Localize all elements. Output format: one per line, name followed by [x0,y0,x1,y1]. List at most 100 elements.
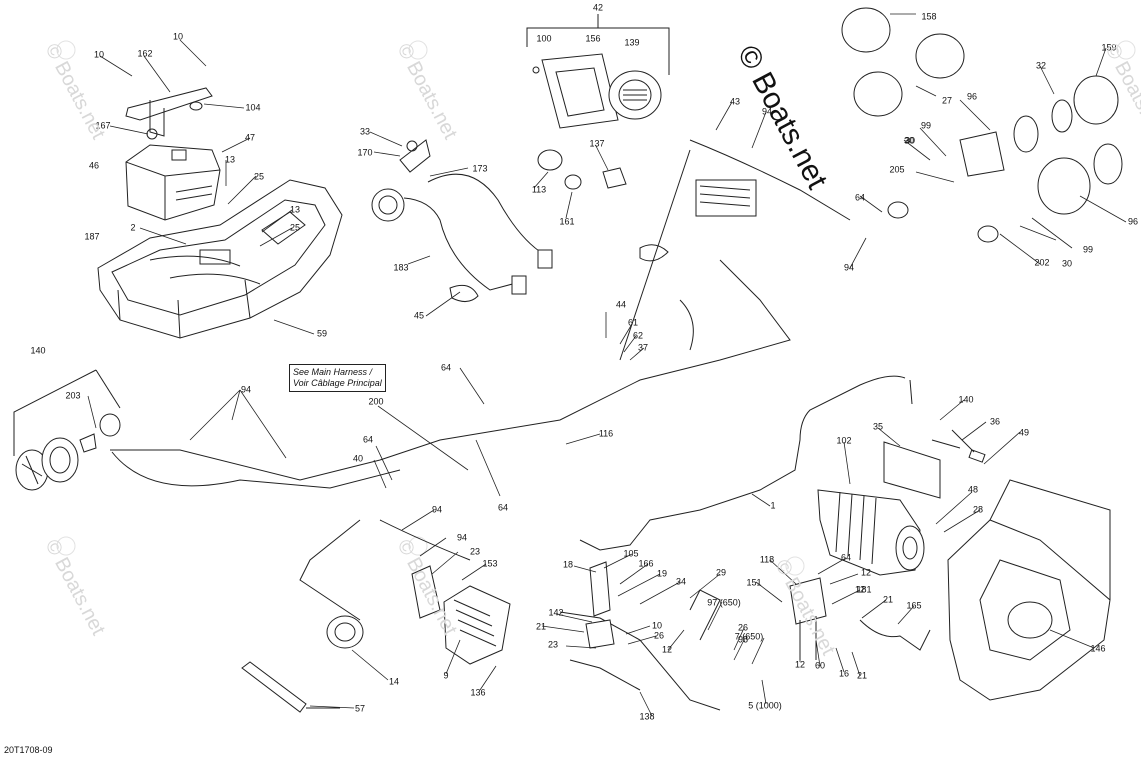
callout-label: 21 [856,670,868,681]
callout-label: 118 [759,554,775,565]
callout-label: 94 [761,106,773,117]
callout-label: 153 [482,558,498,569]
callout-label: 96 [966,91,978,102]
callout-label: 40 [352,453,364,464]
callout-label: 137 [589,138,605,149]
watermark-marks [56,40,1136,576]
callout-label: 139 [624,37,640,48]
callout-label: 98 [737,634,749,645]
callout-label: 23 [469,546,481,557]
winch-motor [817,429,986,576]
callout-label: 59 [316,328,328,339]
voltage-regulator [411,565,511,665]
callout-label: 200 [368,396,384,407]
callout-label: 142 [548,607,564,618]
callout-label: 37 [637,342,649,353]
callout-label: 97 (650) [707,597,741,608]
winch-wires [559,589,931,711]
callout-label: 48 [967,484,979,495]
solenoid-bracket [585,561,615,649]
callout-label: 96 [1127,216,1139,227]
callout-label: 13 [289,204,301,215]
callout-label: 12 [661,644,673,655]
callout-label: 99 [1082,244,1094,255]
callout-label: 21 [535,621,547,632]
battery [125,144,221,221]
callout-label: 140 [30,345,46,356]
callout-label: 28 [972,504,984,515]
callout-label: 10 [172,31,184,42]
callout-label: 64 [362,434,374,445]
callout-label: 46 [88,160,100,171]
see-main-harness-note: See Main Harness / Voir Câblage Principa… [289,364,386,392]
callout-label: 35 [872,421,884,432]
callout-label: 12 [860,567,872,578]
left-harness [111,451,471,621]
callout-label: 138 [639,711,655,722]
callout-label: 25 [253,171,265,182]
main-harness [110,139,851,481]
callout-label: 187 [84,231,100,242]
headlight-left [13,369,121,491]
callout-label: 14 [388,676,400,687]
callout-label: 94 [843,262,855,273]
callout-label: 43 [729,96,741,107]
callout-label: 2 [130,222,136,233]
callout-label: 203 [65,390,81,401]
callout-label: 36 [989,416,1001,427]
callout-label: 25 [289,222,301,233]
callout-label: 49 [1018,427,1030,438]
callout-label: 30 [903,135,915,146]
cluster-bracket-group [526,14,670,129]
deflector-strip [241,661,340,713]
callout-label: 10 [651,620,663,631]
gauge-harness [371,173,553,302]
callout-label: 94 [456,532,468,543]
callout-label: 61 [627,317,639,328]
callout-label: 5 (1000) [748,700,782,711]
callout-label: 64 [854,192,866,203]
callout-label: 94 [240,384,252,395]
battery-strap [125,87,213,140]
callout-label: 12 [794,659,806,670]
callout-label: 57 [354,703,366,714]
lamp-housings [841,7,1123,243]
callout-label: 181 [856,584,872,595]
callout-label: 30 [904,135,916,146]
callout-label: 16 [838,668,850,679]
callout-label: 42 [592,2,604,13]
callout-label: 12 [854,584,866,595]
battery-tray [97,179,343,339]
callout-label: 156 [585,33,601,44]
callout-label: 9 [443,670,449,681]
callout-label: 60 [814,660,826,671]
note-line-1: See Main Harness / [293,367,373,377]
switch-module [399,139,627,190]
callout-label: 136 [470,687,486,698]
callout-label: 26 [653,630,665,641]
callout-label: 7 (650) [734,631,764,642]
callout-label: 167 [95,120,111,131]
callout-label: 151 [746,577,762,588]
callout-label: 170 [357,147,373,158]
callout-label: 99 [920,120,932,131]
callout-label: 183 [393,262,409,273]
callout-label: 45 [413,310,425,321]
headlight-bottom [326,615,364,649]
callout-label: 104 [245,102,261,113]
winch-mount-frame [947,479,1111,701]
callout-label: 165 [906,600,922,611]
callout-label: 100 [536,33,552,44]
callout-label: 162 [137,48,153,59]
drawing-code: 20T1708-09 [4,745,53,755]
callout-label: 113 [531,184,547,195]
callout-label: 34 [675,576,687,587]
callout-label: 26 [737,622,749,633]
callout-label: 158 [921,11,937,22]
callout-label: 166 [638,558,654,569]
callout-label: 140 [958,394,974,405]
callout-label: 105 [623,548,639,559]
callout-label: 47 [244,132,256,143]
callout-label: 23 [547,639,559,650]
callout-label: 116 [598,428,614,439]
